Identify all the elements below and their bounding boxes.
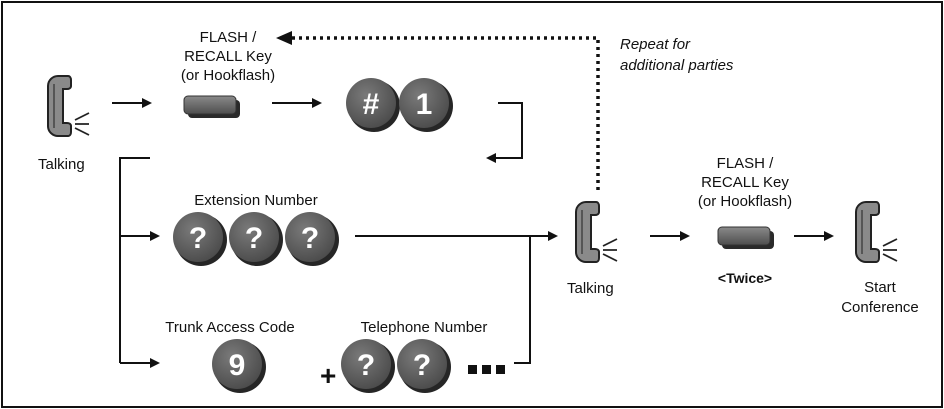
extension-digit-button-1: ? — [173, 212, 227, 266]
flash-label-2-line2: RECALL Key — [701, 174, 789, 191]
start-conference-label-line2: Conference — [841, 299, 919, 316]
branch-bracket — [119, 157, 150, 363]
one-key-label: 1 — [416, 88, 433, 121]
svg-text:?: ? — [189, 222, 207, 255]
start-conference-label-line1: Start — [864, 279, 897, 296]
svg-text:?: ? — [245, 222, 263, 255]
return-arrow — [486, 102, 523, 163]
telephone-number-label: Telephone Number — [361, 319, 488, 336]
extension-digit-button-2: ? — [229, 212, 283, 266]
handset-icon — [47, 75, 90, 137]
flash-label-2-line1: FLASH / — [717, 155, 775, 172]
flash-key-icon — [183, 95, 241, 119]
ellipsis-dots-icon — [468, 365, 505, 374]
svg-text:9: 9 — [229, 349, 246, 382]
repeat-label-line1: Repeat for — [620, 36, 691, 53]
trunk-access-code-label: Trunk Access Code — [165, 319, 295, 336]
plus-sign: + — [320, 360, 336, 391]
extension-number-label: Extension Number — [194, 192, 317, 209]
hash-key-button: # — [346, 78, 400, 132]
flash-key-icon-2 — [717, 226, 775, 250]
flash-label-1-line1: FLASH / — [200, 29, 258, 46]
telephone-digit-button-2: ? — [397, 339, 451, 393]
svg-text:?: ? — [413, 349, 431, 382]
telephone-digit-button-1: ? — [341, 339, 395, 393]
twice-label: <Twice> — [718, 270, 772, 286]
flash-label-1-line2: RECALL Key — [184, 48, 272, 65]
svg-text:?: ? — [357, 349, 375, 382]
repeat-arrowhead — [276, 31, 292, 45]
hash-key-label: # — [363, 88, 380, 121]
repeat-dotted-line — [290, 36, 600, 190]
handset-icon-3 — [855, 201, 898, 263]
trunk-join-line — [514, 236, 531, 364]
handset-icon-2 — [575, 201, 618, 263]
extension-digit-button-3: ? — [285, 212, 339, 266]
talking-label-2: Talking — [567, 280, 614, 297]
one-key-button: 1 — [399, 78, 453, 132]
repeat-label-line2: additional parties — [620, 57, 734, 74]
svg-text:?: ? — [301, 222, 319, 255]
flash-label-1-line3: (or Hookflash) — [181, 67, 275, 84]
talking-label-1: Talking — [38, 156, 85, 173]
nine-key-button: 9 — [212, 339, 266, 393]
flash-label-2-line3: (or Hookflash) — [698, 193, 792, 210]
